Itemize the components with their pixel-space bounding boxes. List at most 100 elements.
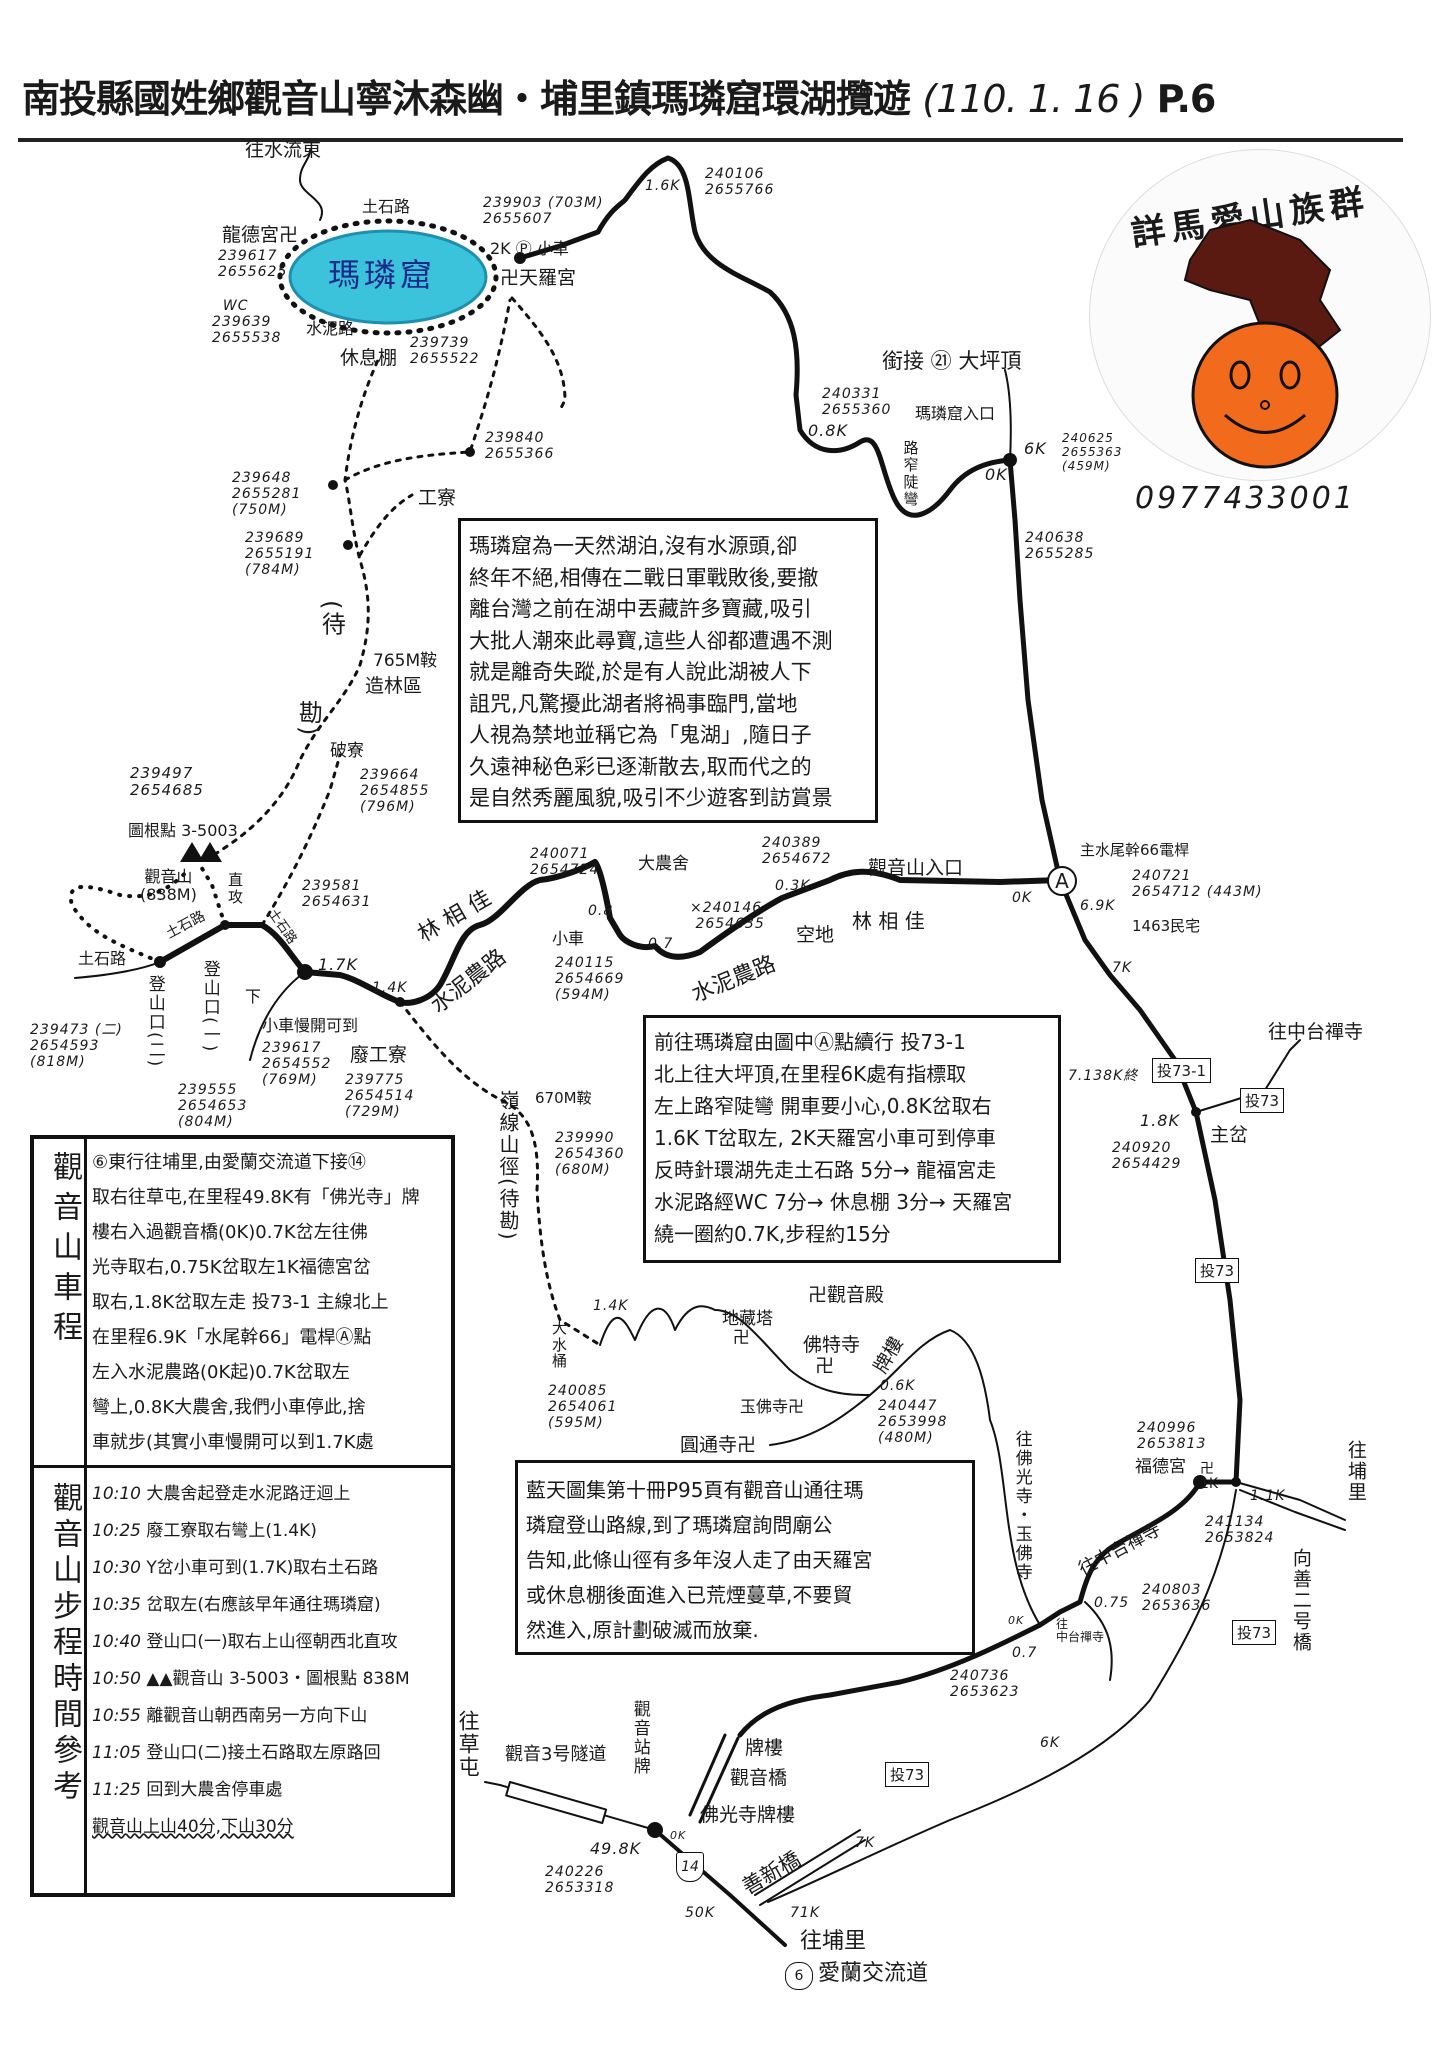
hike-row: 10:35 岔取左(右應該早年通往瑪璘窟) xyxy=(92,1587,410,1624)
coord-239664: 239664 2654855 (796M) xyxy=(360,767,430,816)
coord-239840: 239840 2655366 xyxy=(485,430,555,463)
label-49.8k: 49.8K xyxy=(590,1839,642,1858)
label-0.75: 0.75 xyxy=(1094,1595,1130,1611)
hike-row: 11:25 回到大農舍停車處 xyxy=(92,1772,410,1809)
hike-desc: 回到大農舍停車處 xyxy=(146,1780,283,1800)
title-page: P.6 xyxy=(1156,77,1217,121)
label-50k: 50K xyxy=(685,1905,715,1921)
trail-to-tianluo xyxy=(343,298,512,482)
route-sign-73-1: 投73-1 xyxy=(1152,1058,1212,1083)
junction-17k xyxy=(297,964,313,980)
junction-fude xyxy=(1193,1475,1207,1489)
hike-time: 10:25 xyxy=(92,1521,141,1541)
hike-desc: 離觀音山朝西南另一方向下山 xyxy=(146,1706,368,1726)
label-dirt-road-2: 土石路 xyxy=(78,949,127,968)
route-sign-73-b: 投73 xyxy=(1195,1258,1240,1283)
lake-name: 瑪璘窟 xyxy=(328,256,437,294)
label-0k-top: 0K xyxy=(985,465,1008,484)
peak-icon-1 xyxy=(180,842,204,862)
coord-239581: 239581 2654631 xyxy=(302,878,372,911)
label-2k-parking: 2K Ⓟ 小車 xyxy=(490,239,569,258)
coord-239689: 239689 2655191 (784M) xyxy=(245,530,315,579)
title-date: (110. 1. 16 ) xyxy=(922,77,1145,121)
label-open-space: 空地 xyxy=(796,924,835,946)
trail-to-broken-shed xyxy=(260,753,342,927)
tunnel-shape xyxy=(505,1781,608,1825)
label-to-puli-2: 往埔里 xyxy=(800,1929,867,1954)
hike-time: 11:25 xyxy=(92,1780,141,1800)
label-to-caotun: 往草屯 xyxy=(456,1710,481,1779)
label-end-7138: 7.138K終 xyxy=(1068,1068,1139,1084)
coord-longde: 239617 2655625 xyxy=(218,248,288,281)
coord-1.6k: 240106 2655766 xyxy=(705,166,775,199)
hike-desc: ▲▲觀音山 3-5003・圖根點 838M xyxy=(146,1669,410,1689)
hike-text: 10:10 大農舍起登走水泥路迂迴上 10:25 廢工寮取右彎上(1.4K) 1… xyxy=(92,1476,410,1846)
label-pending-2: 勘) xyxy=(294,700,323,738)
route-sign-73-a: 投73 xyxy=(1240,1088,1285,1113)
trail-east-x xyxy=(510,296,567,412)
hike-summary: 觀音山上山40分,下山30分 xyxy=(92,1817,294,1837)
label-main-fork: 主岔 xyxy=(1210,1124,1249,1146)
drive-divider xyxy=(84,1139,87,1465)
label-fude-temple: 福德宮 xyxy=(1135,1457,1186,1477)
label-guanyin-bridge: 觀音橋 xyxy=(730,1767,788,1789)
route-73-thin xyxy=(767,1489,1237,1903)
coord-240146: ×240146 2654635 xyxy=(690,900,765,933)
road-to-dapingding xyxy=(1004,369,1012,461)
point-239689 xyxy=(343,540,353,550)
hike-time: 10:55 xyxy=(92,1706,141,1726)
coord-240071: 240071 2654724 xyxy=(530,846,600,879)
coord-239555: 239555 2654653 (804M) xyxy=(178,1082,248,1131)
itinerary-box: 觀音山車程 ⑥東行往埔里,由愛蘭交流道下接⑭ 取右往草屯,在里程49.8K有「佛… xyxy=(30,1135,455,1897)
label-guanyin-hall: 卍觀音殿 xyxy=(808,1284,885,1306)
label-tianluo-temple: 卍天羅宮 xyxy=(500,267,577,289)
phone-number: 0977433001 xyxy=(1135,481,1356,516)
label-guanyin-peak: 觀音山 (838M) xyxy=(140,867,197,904)
label-1.8k: 1.8K xyxy=(1140,1111,1180,1130)
hike-row: 10:30 Y岔小車可到(1.7K)取右土石路 xyxy=(92,1550,410,1587)
label-foguang-archway: 佛光寺牌樓 xyxy=(700,1804,796,1826)
junction-11k xyxy=(1231,1477,1241,1487)
drive-line: 在里程6.9K「水尾幹66」電桿Ⓐ點 xyxy=(92,1327,372,1348)
hike-time: 10:35 xyxy=(92,1595,141,1615)
label-yufo-temple: 玉佛寺卍 xyxy=(740,1397,805,1416)
point-239840 xyxy=(465,447,475,457)
route-line: 水泥路經WC 7分→ 休息棚 3分→ 天羅宮 xyxy=(654,1190,1013,1214)
hike-row: 10:10 大農舍起登走水泥路迂迴上 xyxy=(92,1476,410,1513)
story-line: 人視為禁地並稱它為「鬼湖」,隨日子 xyxy=(469,723,812,747)
label-forest-area: 造林區 xyxy=(365,675,423,697)
club-logo: 詳馬愛山族群 xyxy=(1090,150,1430,480)
label-6.9k: 6.9K xyxy=(1080,898,1116,914)
note-line: 然進入,原計劃破滅而放棄. xyxy=(526,1618,759,1642)
story-line: 大批人潮來此尋寶,這些人卻都遭遇不測 xyxy=(469,628,833,653)
label-6k: 6K xyxy=(1024,439,1047,458)
label-saddle-670: 670M鞍 xyxy=(535,1089,592,1107)
story-line: 瑪璘窟為一天然湖泊,沒有水源頭,卻 xyxy=(469,534,798,558)
label-ridge-trail: 嶺線山徑(待勘) xyxy=(496,1090,520,1242)
label-cement-road-lake: 水泥路 xyxy=(306,319,355,338)
coord-240447: 240447 2653998 (480M) xyxy=(878,1398,948,1447)
junction-498k xyxy=(647,1822,663,1838)
hike-time: 10:30 xyxy=(92,1558,141,1578)
label-yuantong-temple: 圓通寺卍 xyxy=(680,1434,757,1456)
hike-desc: 廢工寮取右彎上(1.4K) xyxy=(146,1521,317,1541)
label-to-zhongtai-1: 往中台禪寺 xyxy=(1268,1021,1364,1043)
hike-desc: 岔取左(右應該早年通往瑪璘窟) xyxy=(146,1595,381,1615)
label-xiangshan-bridge: 向善二号橋 xyxy=(1289,1548,1312,1653)
label-pole: 主水尾幹66電桿 xyxy=(1080,841,1190,859)
junction-main-fork xyxy=(1191,1107,1201,1117)
road-fude-thin xyxy=(1084,1601,1113,1681)
label-archway-2: 牌樓 xyxy=(745,1737,784,1759)
coord-6k: 240625 2655363 (459M) xyxy=(1062,431,1123,473)
label-house-1463: 1463民宅 xyxy=(1132,917,1201,935)
label-bus-stop: 觀音站牌 xyxy=(629,1700,650,1776)
route-sign-73-d: 投73 xyxy=(885,1762,930,1787)
route-line: 北上往大坪頂,在里程6K處有指標取 xyxy=(654,1062,967,1086)
label-0.8k: 0.8K xyxy=(808,421,848,440)
drive-text: ⑥東行往埔里,由愛蘭交流道下接⑭ 取右往草屯,在里程49.8K有「佛光寺」牌 樓… xyxy=(92,1145,420,1460)
coord-240803: 240803 2653636 xyxy=(1142,1582,1212,1615)
coord-240638: 240638 2655285 xyxy=(1025,530,1095,563)
note-line: 藍天圖集第十冊P95頁有觀音山通往瑪 xyxy=(526,1478,864,1502)
label-to-zhongtai-3: 往 中台禪寺 xyxy=(1056,1617,1105,1645)
note-line: 或休息棚後面進入已荒煙蔓草,不要貿 xyxy=(526,1583,853,1607)
